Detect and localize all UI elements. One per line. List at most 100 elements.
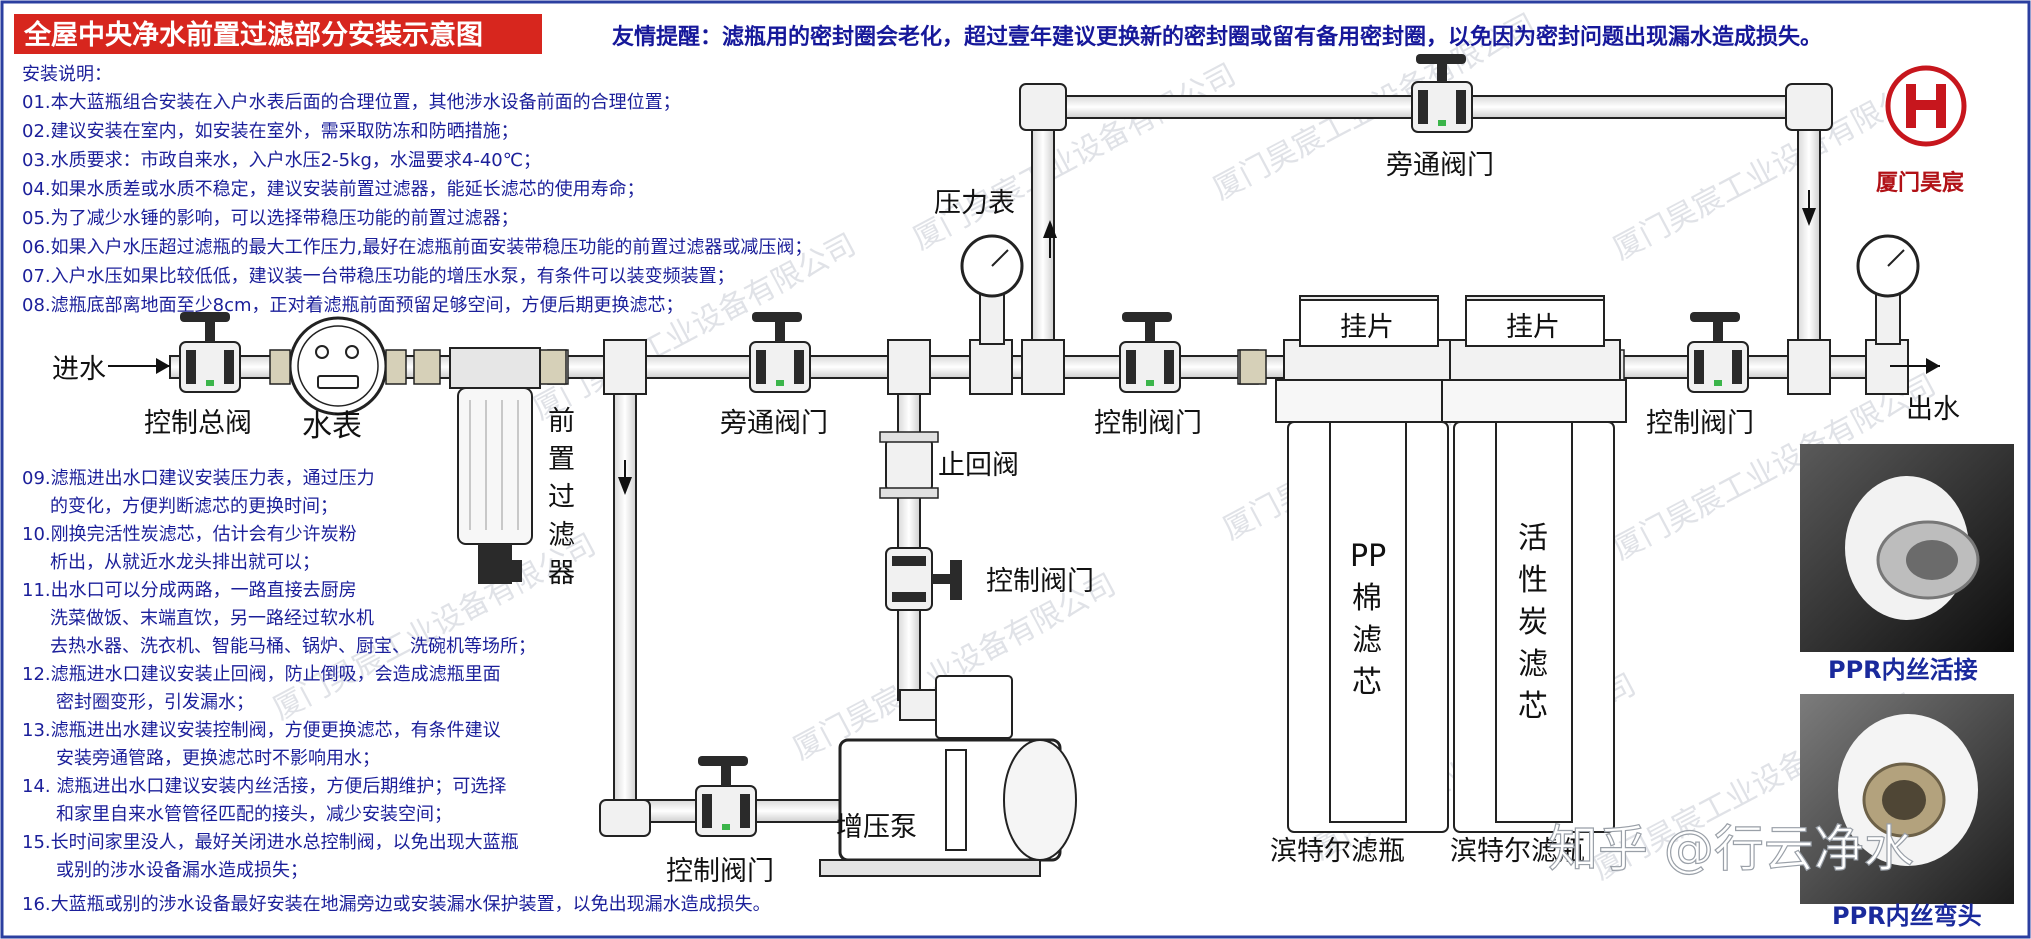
housing-label: 滨特尔滤瓶 <box>1450 836 1585 867</box>
instruction-line: 01.本大蓝瓶组合安装在入户水表后面的合理位置，其他涉水设备前面的合理位置； <box>22 92 681 113</box>
bypass-valve-label: 旁通阀门 <box>720 408 828 439</box>
instruction-line: 10.刚换完活性炭滤芯，估计会有少许炭粉 <box>22 524 357 545</box>
instruction-line: 02.建议安装在室内，如安装在室外，需采取防冻和防晒措施； <box>22 121 519 142</box>
prefilter-label-char: 前 <box>548 406 575 437</box>
photo-ppr-elbow: PPR内丝弯头 <box>1800 694 2014 930</box>
instruction-line: 08.滤瓶底部离地面至少8cm，正对着滤瓶前面预留足够空间，方便后期更换滤芯； <box>22 295 684 316</box>
ball-valve <box>1687 312 1749 393</box>
watermark: 厦门昊宸工业设备有限公司 <box>907 57 1241 257</box>
booster-pump-label: 增压泵 <box>836 812 917 843</box>
title-banner <box>14 14 542 54</box>
prefilter-label-char: 滤 <box>548 520 575 551</box>
instruction-line: 安装旁通管路，更换滤芯时不影响用水； <box>56 748 380 769</box>
instruction-line: 03.水质要求：市政自来水，入户水压2-5kg，水温要求4-40℃； <box>22 150 541 171</box>
union-fitting <box>1239 349 1267 385</box>
photo-caption: PPR内丝弯头 <box>1832 902 1982 930</box>
instructions-block: 安装说明： 01.本大蓝瓶组合安装在入户水表后面的合理位置，其他涉水设备前面的合… <box>22 64 812 316</box>
flow-arrow-down <box>618 477 632 495</box>
union-fitting <box>413 349 441 385</box>
instruction-line: 洗菜做饭、末端直饮，另一路经过软水机 <box>50 608 374 629</box>
instruction-line: 或别的涉水设备漏水造成损失； <box>56 860 308 881</box>
instruction-line: 04.如果水质差或水质不稳定，建议安装前置过滤器，能延长滤芯的使用寿命； <box>22 179 645 200</box>
instruction-line: 去热水器、洗衣机、智能马桶、锅炉、厨宝、洗碗机等场所； <box>50 636 536 657</box>
ball-valve <box>695 756 757 837</box>
prefilter-label-char: 过 <box>548 482 575 513</box>
control-valve-label: 控制阀门 <box>666 856 774 887</box>
instruction-line: 析出，从就近水龙头排出就可以； <box>50 552 320 573</box>
instruction-line: 的变化，方便判断滤芯的更换时间； <box>50 496 338 517</box>
control-valve-label: 控制阀门 <box>986 566 1094 597</box>
main-valve-label: 控制总阀 <box>144 408 252 439</box>
instruction-line: 09.滤瓶进出水口建议安装压力表，通过压力 <box>22 468 375 489</box>
check-valve-label: 止回阀 <box>938 450 1019 481</box>
ball-valve <box>179 312 241 393</box>
elbow-fitting <box>599 799 651 837</box>
photo-caption: PPR内丝活接 <box>1828 656 1978 684</box>
reminder-text: 友情提醒：滤瓶用的密封圈会老化，超过壹年建议更换新的密封圈或留有备用密封圈，以免… <box>612 24 1822 50</box>
control-valve-label: 控制阀门 <box>1646 408 1754 439</box>
instruction-line: 13.滤瓶进出水建议安装控制阀，方便更换滤芯，有条件建议 <box>22 720 501 741</box>
union-fitting <box>539 349 567 385</box>
instruction-line: 06.如果入户水压超过滤瓶的最大工作压力,最好在滤瓶前面安装带稳压功能的前置过滤… <box>22 237 812 258</box>
pre-filter <box>449 347 541 584</box>
carbon-cartridge-label-char: 炭 <box>1518 605 1548 640</box>
instruction-line: 11.出水口可以分成两路，一路直接去厨房 <box>22 580 357 601</box>
hook-plate-label: 挂片 <box>1506 312 1560 343</box>
pp-cartridge-label-char: 芯 <box>1352 665 1382 700</box>
instruction-line: 和家里自来水管管径匹配的接头，减少安装空间； <box>56 804 452 825</box>
bypass-valve-top-label: 旁通阀门 <box>1386 150 1494 181</box>
housing-label: 滨特尔滤瓶 <box>1270 836 1405 867</box>
carbon-cartridge-label-char: 性 <box>1518 563 1548 598</box>
pp-cartridge-label-char: 滤 <box>1352 623 1382 658</box>
tee-fitting <box>969 339 1013 395</box>
pressure-gauge <box>960 234 1024 345</box>
outlet-label: 出水 <box>1906 394 1960 425</box>
bypass-pipe-right <box>1797 107 1821 359</box>
instruction-line: 16.大蓝瓶或别的涉水设备最好安装在地漏旁边或安装漏水保护装置，以免出现漏水造成… <box>22 894 771 915</box>
carbon-cartridge-label-char: 芯 <box>1518 689 1548 724</box>
elbow-fitting <box>1785 83 1833 131</box>
prefilter-label-char: 器 <box>548 558 575 589</box>
instruction-line: 15.长时间家里没人，最好关闭进水总控制阀，以免出现大蓝瓶 <box>22 832 519 853</box>
water-meter <box>269 316 407 416</box>
filter-housing <box>1441 295 1627 833</box>
elbow-fitting <box>1019 83 1067 131</box>
instruction-line: 05.为了减少水锤的影响，可以选择带稳压功能的前置过滤器； <box>22 208 519 229</box>
ball-valve <box>1119 312 1181 393</box>
pressure-gauge <box>1856 234 1920 345</box>
instruction-line: 12.滤瓶进水口建议安装止回阀，防止倒吸，会造成滤瓶里面 <box>22 664 501 685</box>
instruction-line: 07.入户水压如果比较低低，建议装一台带稳压功能的增压水泵，有条件可以装变频装置… <box>22 266 735 287</box>
pressure-gauge-label: 压力表 <box>934 188 1015 219</box>
instructions-lower-block: 09.滤瓶进出水口建议安装压力表，通过压力 的变化，方便判断滤芯的更换时间； 1… <box>22 468 771 915</box>
brand-logo: 厦门昊宸 <box>1876 65 1967 196</box>
prefilter-label-char: 置 <box>548 444 575 475</box>
tee-fitting <box>1787 339 1831 395</box>
pump-loop-riser <box>897 369 921 701</box>
instruction-line: 14. 滤瓶进出水口建议安装内丝活接，方便后期维护；可选择 <box>22 776 506 797</box>
ball-valve <box>885 547 962 611</box>
hook-plate-label: 挂片 <box>1340 312 1394 343</box>
tee-fitting <box>603 339 647 395</box>
carbon-cartridge-label-char: 滤 <box>1518 647 1548 682</box>
booster-pump <box>819 675 1077 877</box>
instruction-line: 密封圈变形，引发漏水； <box>56 692 254 713</box>
ball-valve <box>1411 54 1473 133</box>
tee-fitting <box>1021 339 1065 395</box>
control-valve-label: 控制阀门 <box>1094 408 1202 439</box>
filter-housing <box>1275 295 1461 833</box>
credit-watermark: 知乎 @行云净水 <box>1548 820 1914 878</box>
pp-cartridge-label-char: PP <box>1350 539 1386 574</box>
inlet-label: 进水 <box>52 354 106 385</box>
flow-arrow-down <box>1802 208 1816 226</box>
page-title: 全屋中央净水前置过滤部分安装示意图 <box>23 19 483 51</box>
ball-valve <box>749 312 811 393</box>
photo-ppr-union: PPR内丝活接 <box>1800 444 2014 684</box>
pump-loop-left <box>613 369 637 821</box>
flow-arrow-up <box>1043 220 1057 238</box>
component-labels: 进水 控制总阀 水表 前 置 过 滤 器 旁通阀门 旁通阀门 压力表 止回阀 控… <box>52 150 1960 887</box>
carbon-cartridge-label-char: 活 <box>1518 521 1548 556</box>
brand-name: 厦门昊宸 <box>1876 170 1965 196</box>
